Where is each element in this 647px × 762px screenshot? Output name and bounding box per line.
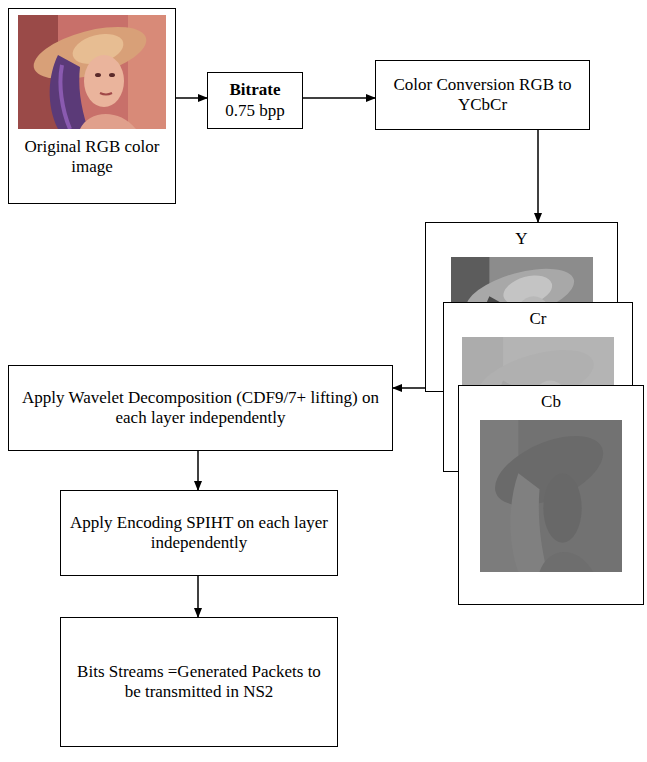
box-label: Apply Encoding SPIHT on each layer indep… [69, 513, 329, 554]
flow-arrow [197, 576, 199, 617]
process-box: Bitrate0.75 bpp [207, 72, 303, 129]
process-box: Apply Encoding SPIHT on each layer indep… [60, 490, 338, 576]
input-image-box: Original RGB color image [8, 8, 176, 204]
color-photo [18, 15, 166, 129]
chroma-blue-image [480, 420, 622, 572]
flow-arrow [303, 97, 375, 99]
flow-arrow [537, 130, 539, 222]
box-label: Apply Wavelet Decomposition (CDF9/7+ lif… [17, 388, 384, 429]
flow-arrow [393, 387, 425, 389]
box-label: Original RGB color image [17, 137, 167, 178]
box-label: Bits Streams =Generated Packets to be tr… [69, 662, 329, 703]
box-label: Color Conversion RGB to YCbCr [384, 75, 581, 116]
flow-arrow [197, 451, 199, 490]
process-box: Apply Wavelet Decomposition (CDF9/7+ lif… [8, 365, 393, 451]
process-box: Color Conversion RGB to YCbCr [375, 60, 590, 130]
box-label: Y [515, 229, 527, 249]
box-heading: Bitrate [230, 80, 281, 100]
channel-box: Cb [458, 385, 644, 605]
flow-arrow [176, 97, 207, 99]
box-label: Cr [530, 309, 547, 329]
box-label: 0.75 bpp [225, 101, 285, 121]
box-label: Cb [541, 392, 561, 412]
output-box: Bits Streams =Generated Packets to be tr… [60, 617, 338, 747]
